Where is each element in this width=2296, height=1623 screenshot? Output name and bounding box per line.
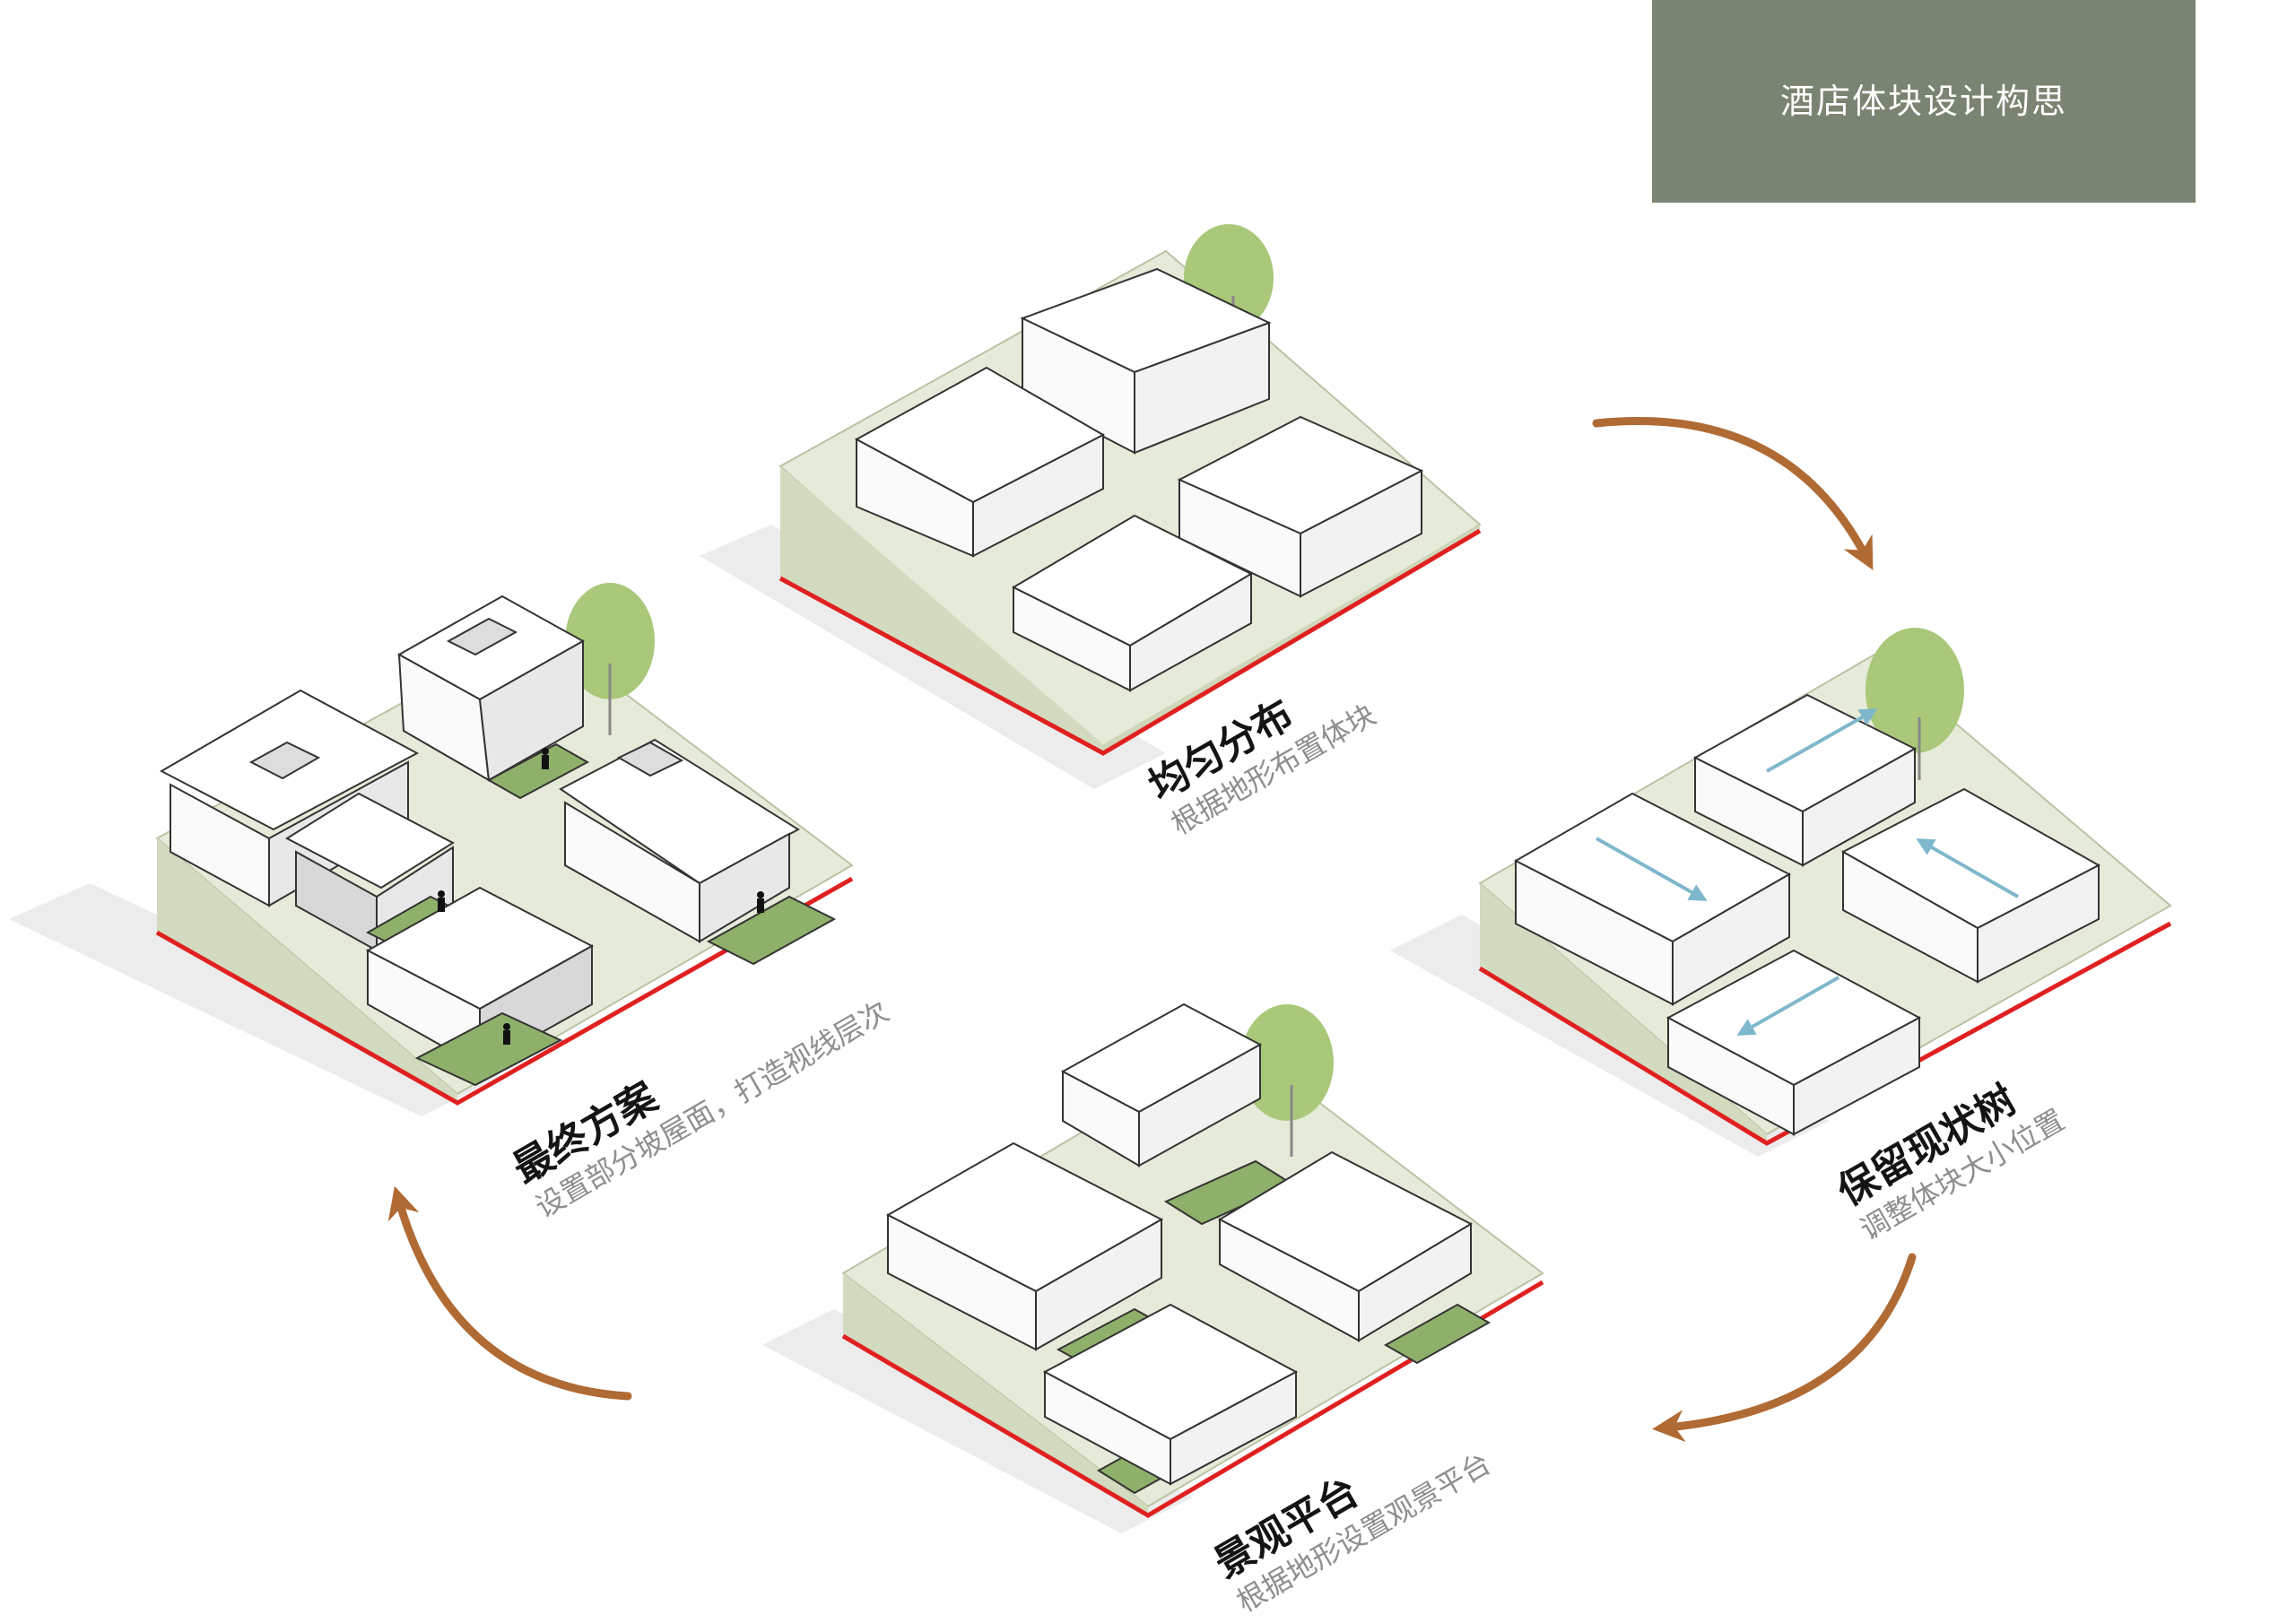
direction-arrow: [1736, 976, 1839, 1036]
cycle-arrow-bottom-left: [387, 1185, 632, 1401]
terrain-side: [843, 1273, 1148, 1515]
building-block: [1042, 1303, 1299, 1486]
landscape-platform: [414, 1011, 563, 1087]
people-figures: [438, 748, 764, 1045]
cycle-arrows: [387, 417, 1917, 1443]
building-block: [885, 1141, 1164, 1351]
title-box: 酒店体块设计构思: [1652, 0, 2196, 203]
building-block: [1665, 949, 1922, 1136]
site-boundary: [778, 528, 1482, 756]
site-boundary: [1478, 921, 2172, 1146]
pitched-roof-house: [396, 595, 586, 782]
tree: [565, 583, 655, 735]
direction-arrow: [1766, 708, 1878, 773]
direction-arrow: [1596, 837, 1708, 901]
model-landscape-platform: [762, 1002, 1544, 1533]
terrain-side: [157, 838, 457, 1103]
terrain-side: [780, 466, 1103, 753]
site-boundary: [155, 876, 854, 1106]
cycle-arrow-top-right: [1592, 417, 1874, 570]
building-block: [1692, 693, 1918, 867]
landscape-platform: [486, 742, 590, 800]
building-block: [1020, 267, 1272, 455]
tree: [1240, 1004, 1334, 1157]
model-even-distribution: [700, 224, 1482, 789]
building-block: [1513, 792, 1792, 1006]
model-keep-tree: [1390, 628, 2172, 1157]
page-title: 酒店体块设计构思: [1779, 82, 2067, 121]
building-block: [854, 366, 1106, 558]
model-final-scheme: [9, 583, 854, 1116]
pitched-roof-house: [559, 738, 800, 943]
building-block: [1177, 415, 1424, 598]
building-block: [1840, 787, 2101, 984]
building-block: [1060, 1002, 1263, 1167]
direction-arrow: [1916, 838, 2019, 898]
building-block: [1011, 514, 1254, 692]
landscape-platform: [1383, 1303, 1492, 1365]
building-block: [1217, 1150, 1474, 1342]
tree: [1866, 628, 1964, 780]
cycle-arrow-bottom-right: [1652, 1253, 1917, 1443]
